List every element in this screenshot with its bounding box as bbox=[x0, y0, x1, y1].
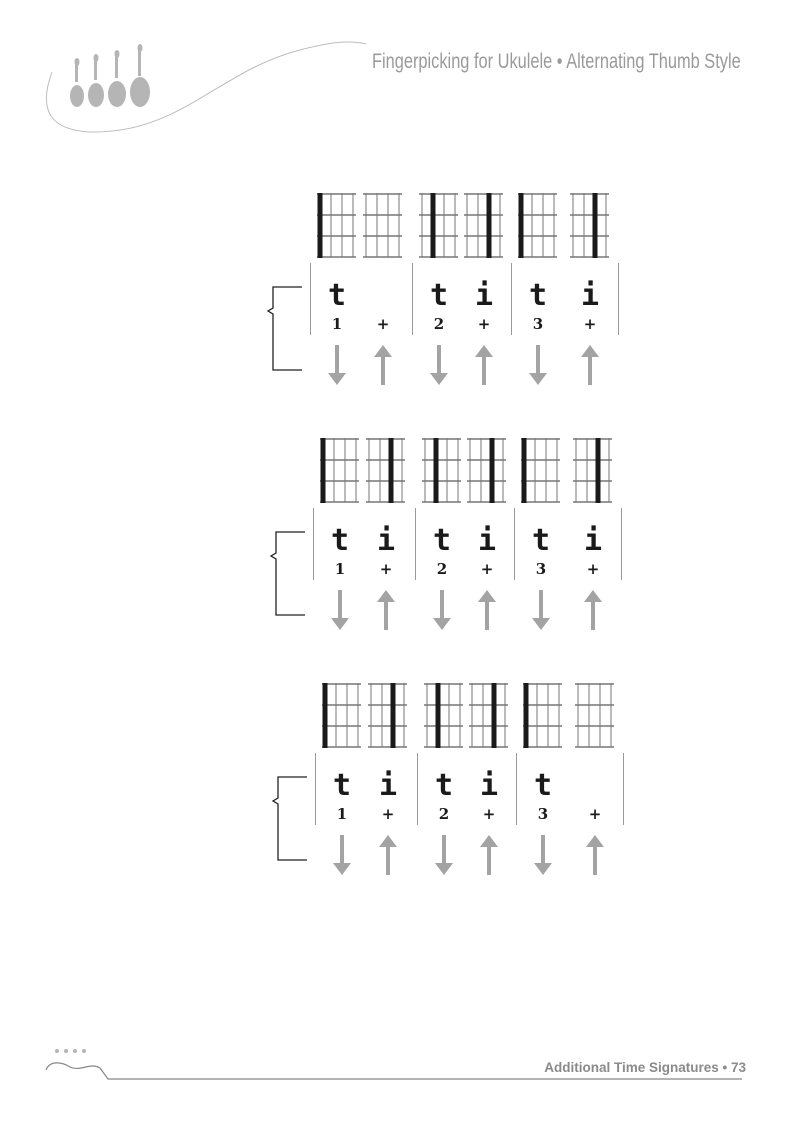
bracket bbox=[266, 286, 302, 371]
finger-letter: t bbox=[330, 523, 350, 558]
measure-bar bbox=[415, 508, 416, 580]
finger-letter: i bbox=[474, 278, 494, 313]
down-arrow-icon bbox=[532, 590, 550, 630]
picked-string bbox=[435, 683, 441, 748]
finger-letter: i bbox=[477, 523, 497, 558]
measure-bar bbox=[516, 753, 517, 825]
footer-rule bbox=[45, 1049, 742, 1080]
beat-count: 2 bbox=[438, 805, 450, 823]
beat-count: + bbox=[381, 805, 395, 823]
finger-letter: i bbox=[583, 523, 603, 558]
beat-count: + bbox=[477, 315, 491, 333]
finger-letter: t bbox=[432, 523, 452, 558]
beat-count: + bbox=[376, 315, 390, 333]
pattern-graphics bbox=[266, 193, 609, 385]
picked-string bbox=[518, 193, 524, 258]
header-title: Fingerpicking for Ukulele • Alternating … bbox=[372, 50, 741, 73]
finger-letter: t bbox=[533, 768, 553, 803]
beat-count: 3 bbox=[535, 560, 547, 578]
measure-bar bbox=[412, 263, 413, 335]
finger-letter: t bbox=[327, 278, 347, 313]
up-arrow-icon bbox=[377, 590, 395, 630]
picked-string bbox=[430, 193, 436, 258]
measure-bar bbox=[315, 753, 316, 825]
up-arrow-icon bbox=[480, 835, 498, 875]
measure-bar bbox=[621, 508, 622, 580]
finger-letter: t bbox=[429, 278, 449, 313]
finger-letter: t bbox=[332, 768, 352, 803]
down-arrow-icon bbox=[435, 835, 453, 875]
beat-count: 2 bbox=[433, 315, 445, 333]
beat-count: + bbox=[583, 315, 597, 333]
picked-string bbox=[388, 438, 394, 503]
picked-string bbox=[433, 438, 439, 503]
measure-bar bbox=[623, 753, 624, 825]
picked-string bbox=[523, 683, 529, 748]
finger-letter: t bbox=[528, 278, 548, 313]
beat-count: 2 bbox=[436, 560, 448, 578]
finger-letter: i bbox=[580, 278, 600, 313]
picked-string bbox=[592, 193, 598, 258]
picked-string bbox=[322, 683, 328, 748]
beat-count: + bbox=[480, 560, 494, 578]
beat-count: 3 bbox=[532, 315, 544, 333]
beat-count: 3 bbox=[537, 805, 549, 823]
header-ukulele-logo bbox=[45, 41, 367, 133]
up-arrow-icon bbox=[478, 590, 496, 630]
picked-string bbox=[486, 193, 492, 258]
picked-string bbox=[595, 438, 601, 503]
finger-letter: t bbox=[434, 768, 454, 803]
picked-string bbox=[491, 683, 497, 748]
bracket bbox=[271, 776, 307, 861]
beat-count: 1 bbox=[336, 805, 348, 823]
up-arrow-icon bbox=[584, 590, 602, 630]
picked-string bbox=[320, 438, 326, 503]
bracket bbox=[269, 531, 305, 616]
measure-bar bbox=[417, 753, 418, 825]
down-arrow-icon bbox=[529, 345, 547, 385]
down-arrow-icon bbox=[534, 835, 552, 875]
down-arrow-icon bbox=[331, 590, 349, 630]
up-arrow-icon bbox=[374, 345, 392, 385]
picked-string bbox=[489, 438, 495, 503]
finger-letter: i bbox=[376, 523, 396, 558]
down-arrow-icon bbox=[430, 345, 448, 385]
measure-bar bbox=[511, 263, 512, 335]
picked-string bbox=[390, 683, 396, 748]
measure-bar bbox=[514, 508, 515, 580]
finger-letter: i bbox=[378, 768, 398, 803]
beat-count: + bbox=[379, 560, 393, 578]
measure-bar bbox=[618, 263, 619, 335]
footer-page-label: Additional Time Signatures • 73 bbox=[544, 1060, 746, 1075]
beat-count: 1 bbox=[331, 315, 343, 333]
measure-bar bbox=[313, 508, 314, 580]
up-arrow-icon bbox=[475, 345, 493, 385]
down-arrow-icon bbox=[433, 590, 451, 630]
pattern-graphics bbox=[271, 683, 614, 875]
picked-string bbox=[317, 193, 323, 258]
up-arrow-icon bbox=[586, 835, 604, 875]
finger-letter: i bbox=[479, 768, 499, 803]
down-arrow-icon bbox=[333, 835, 351, 875]
beat-count: + bbox=[586, 560, 600, 578]
beat-count: 1 bbox=[334, 560, 346, 578]
up-arrow-icon bbox=[581, 345, 599, 385]
picked-string bbox=[521, 438, 527, 503]
pattern-graphics bbox=[269, 438, 612, 630]
beat-count: + bbox=[588, 805, 602, 823]
up-arrow-icon bbox=[379, 835, 397, 875]
measure-bar bbox=[310, 263, 311, 335]
beat-count: + bbox=[482, 805, 496, 823]
down-arrow-icon bbox=[328, 345, 346, 385]
finger-letter: t bbox=[531, 523, 551, 558]
